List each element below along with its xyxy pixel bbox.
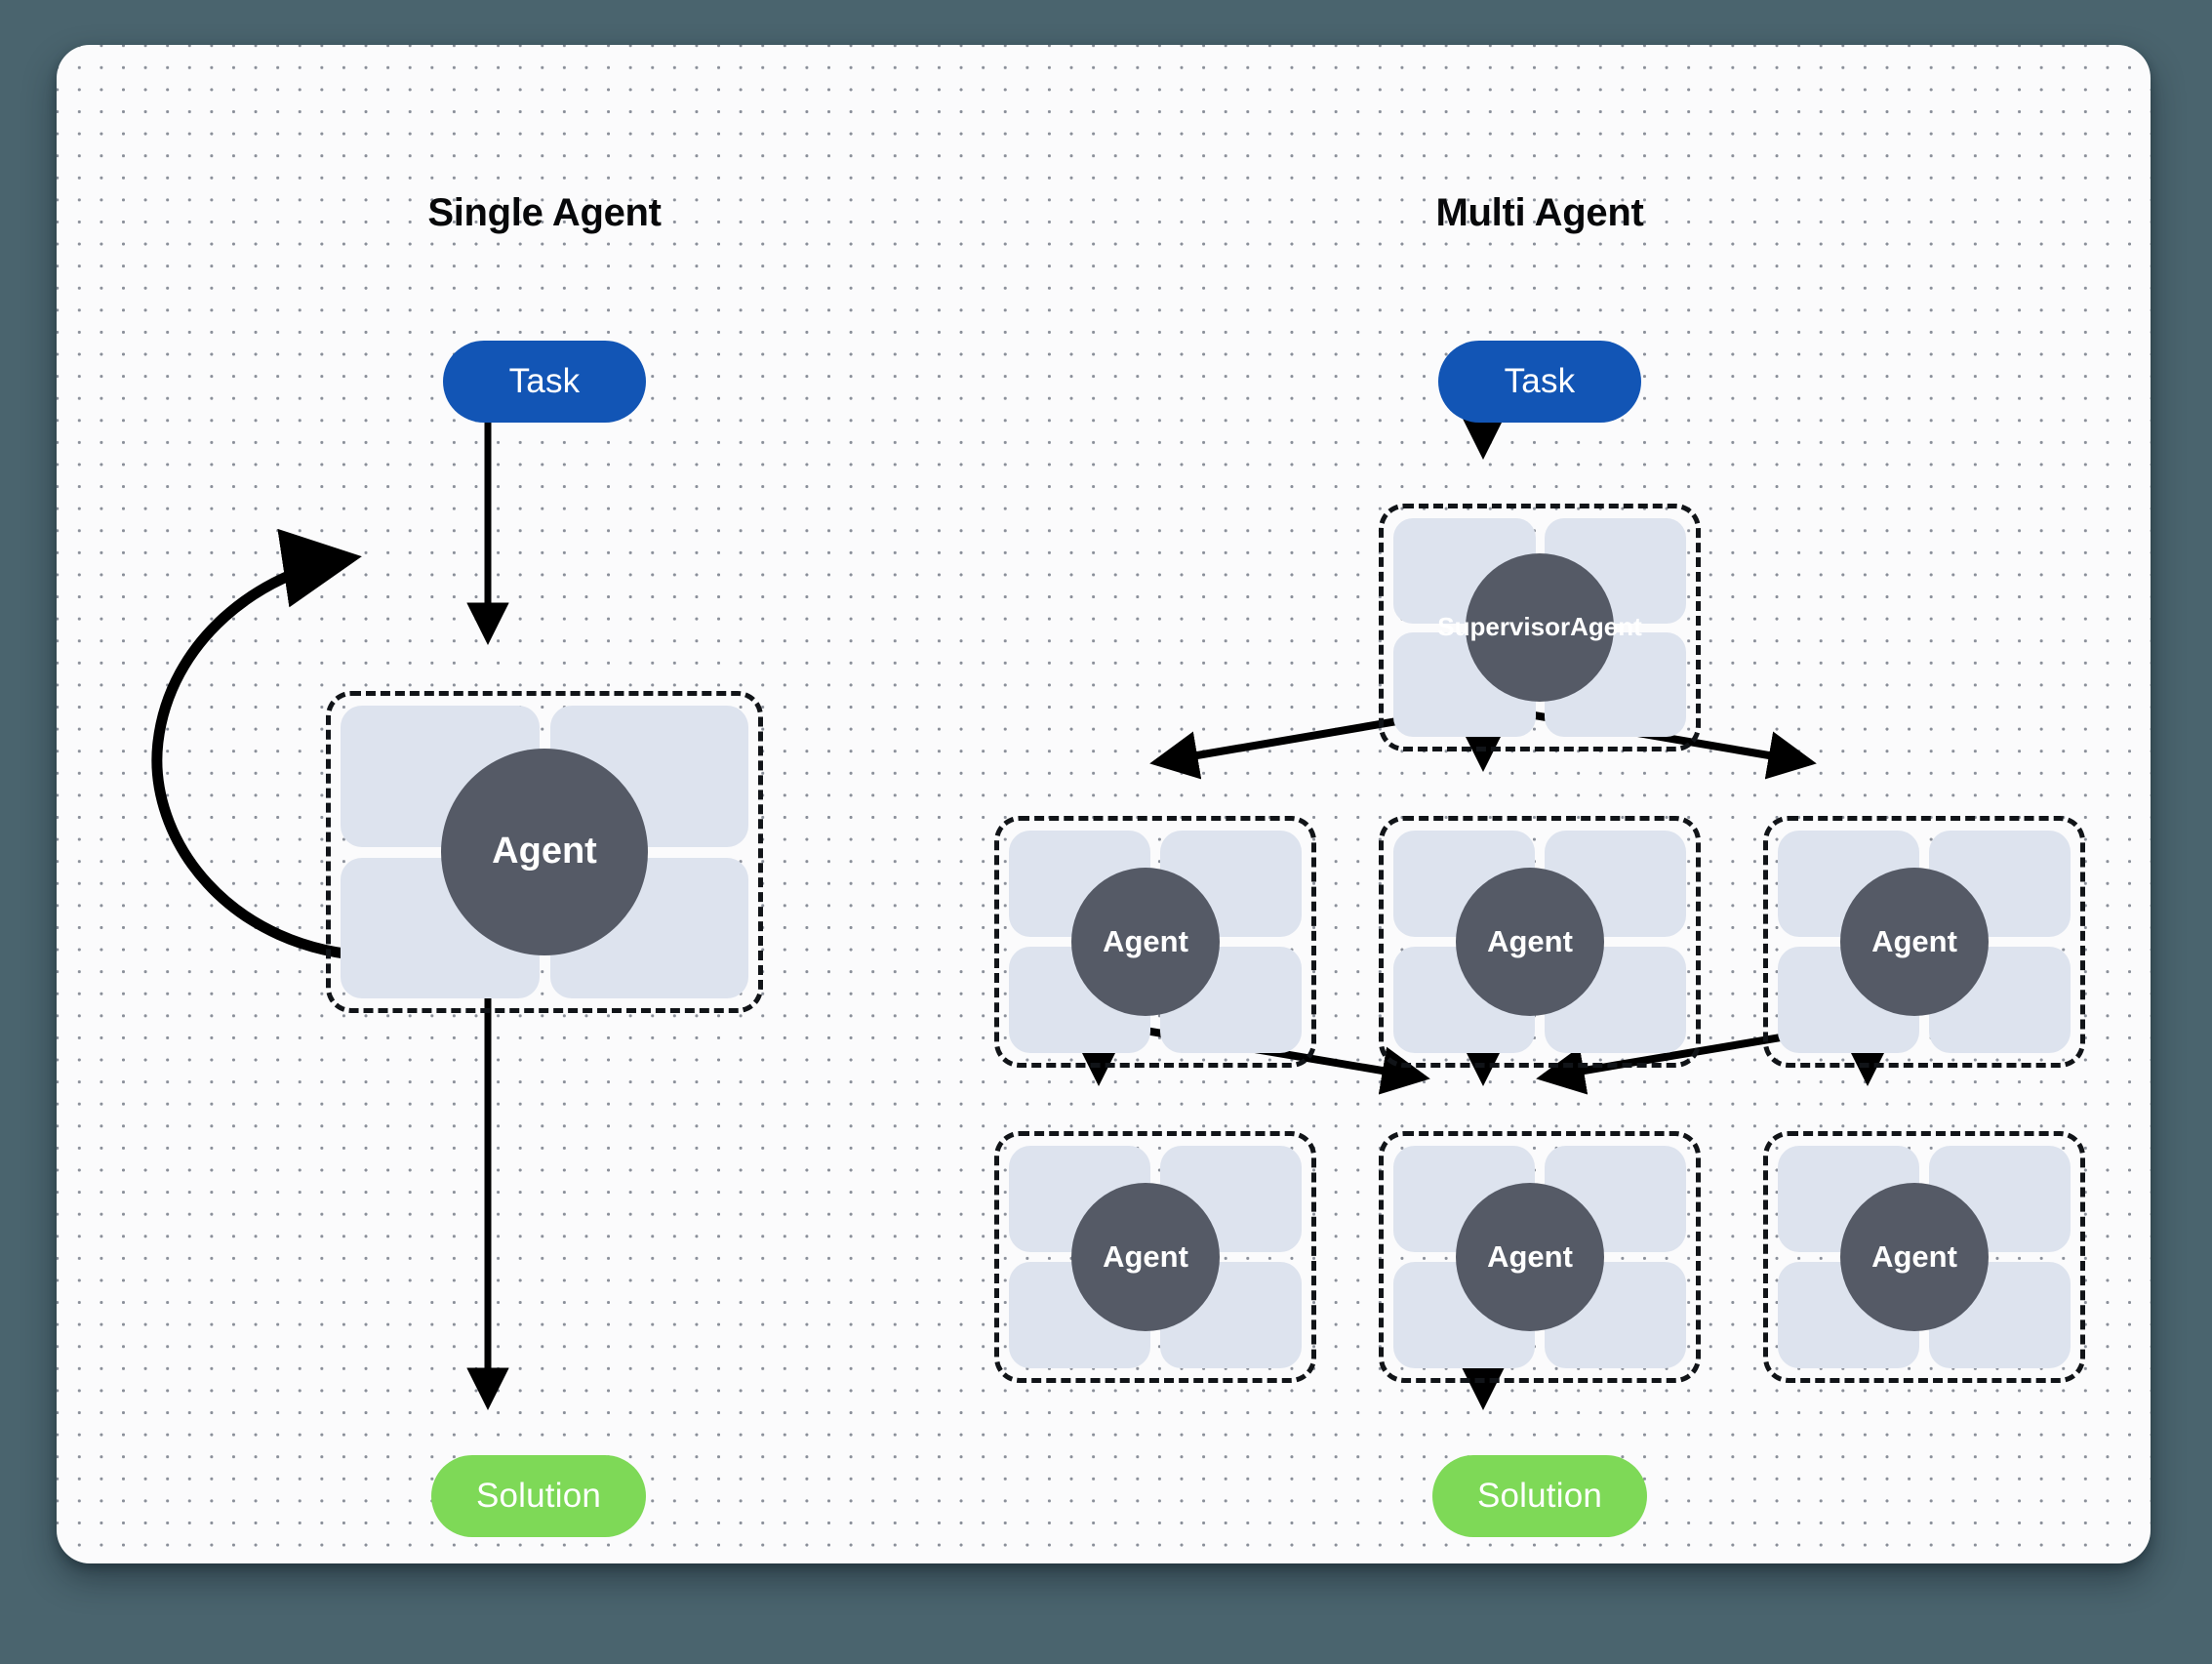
agent-disc-label: Agent <box>1840 1183 1989 1331</box>
supervisor-agent-card[interactable]: Supervisor Agent <box>1379 504 1701 751</box>
agent-disc-label: Agent <box>1456 868 1604 1016</box>
supervisor-label-line2: Agent <box>1570 612 1642 642</box>
agent-card-row1-col1[interactable]: Agent <box>994 816 1316 1068</box>
agent-disc-label: Agent <box>1456 1183 1604 1331</box>
solution-node-multi[interactable]: Solution <box>1432 1455 1647 1537</box>
supervisor-agent-disc-label: Supervisor Agent <box>1437 553 1642 702</box>
supervisor-label-line1: Supervisor <box>1437 612 1571 642</box>
agent-card-row1-col3[interactable]: Agent <box>1763 816 2085 1068</box>
panel-title-multi-agent: Multi Agent <box>1435 191 1644 234</box>
agent-card-row2-col2[interactable]: Agent <box>1379 1131 1701 1383</box>
task-node-multi[interactable]: Task <box>1438 341 1641 423</box>
agent-disc-label: Agent <box>1071 868 1220 1016</box>
task-node-single[interactable]: Task <box>443 341 646 423</box>
agent-disc-label: Agent <box>441 749 648 955</box>
solution-node-single[interactable]: Solution <box>431 1455 646 1537</box>
agent-card-row2-col3[interactable]: Agent <box>1763 1131 2085 1383</box>
agent-card-single[interactable]: Agent <box>326 691 763 1013</box>
agent-card-row2-col1[interactable]: Agent <box>994 1131 1316 1383</box>
diagram-canvas: Single Agent Multi Agent Task Agent Solu… <box>57 45 2151 1563</box>
panel-title-single-agent: Single Agent <box>427 191 662 234</box>
agent-disc-label: Agent <box>1840 868 1989 1016</box>
agent-disc-label: Agent <box>1071 1183 1220 1331</box>
agent-card-row1-col2[interactable]: Agent <box>1379 816 1701 1068</box>
